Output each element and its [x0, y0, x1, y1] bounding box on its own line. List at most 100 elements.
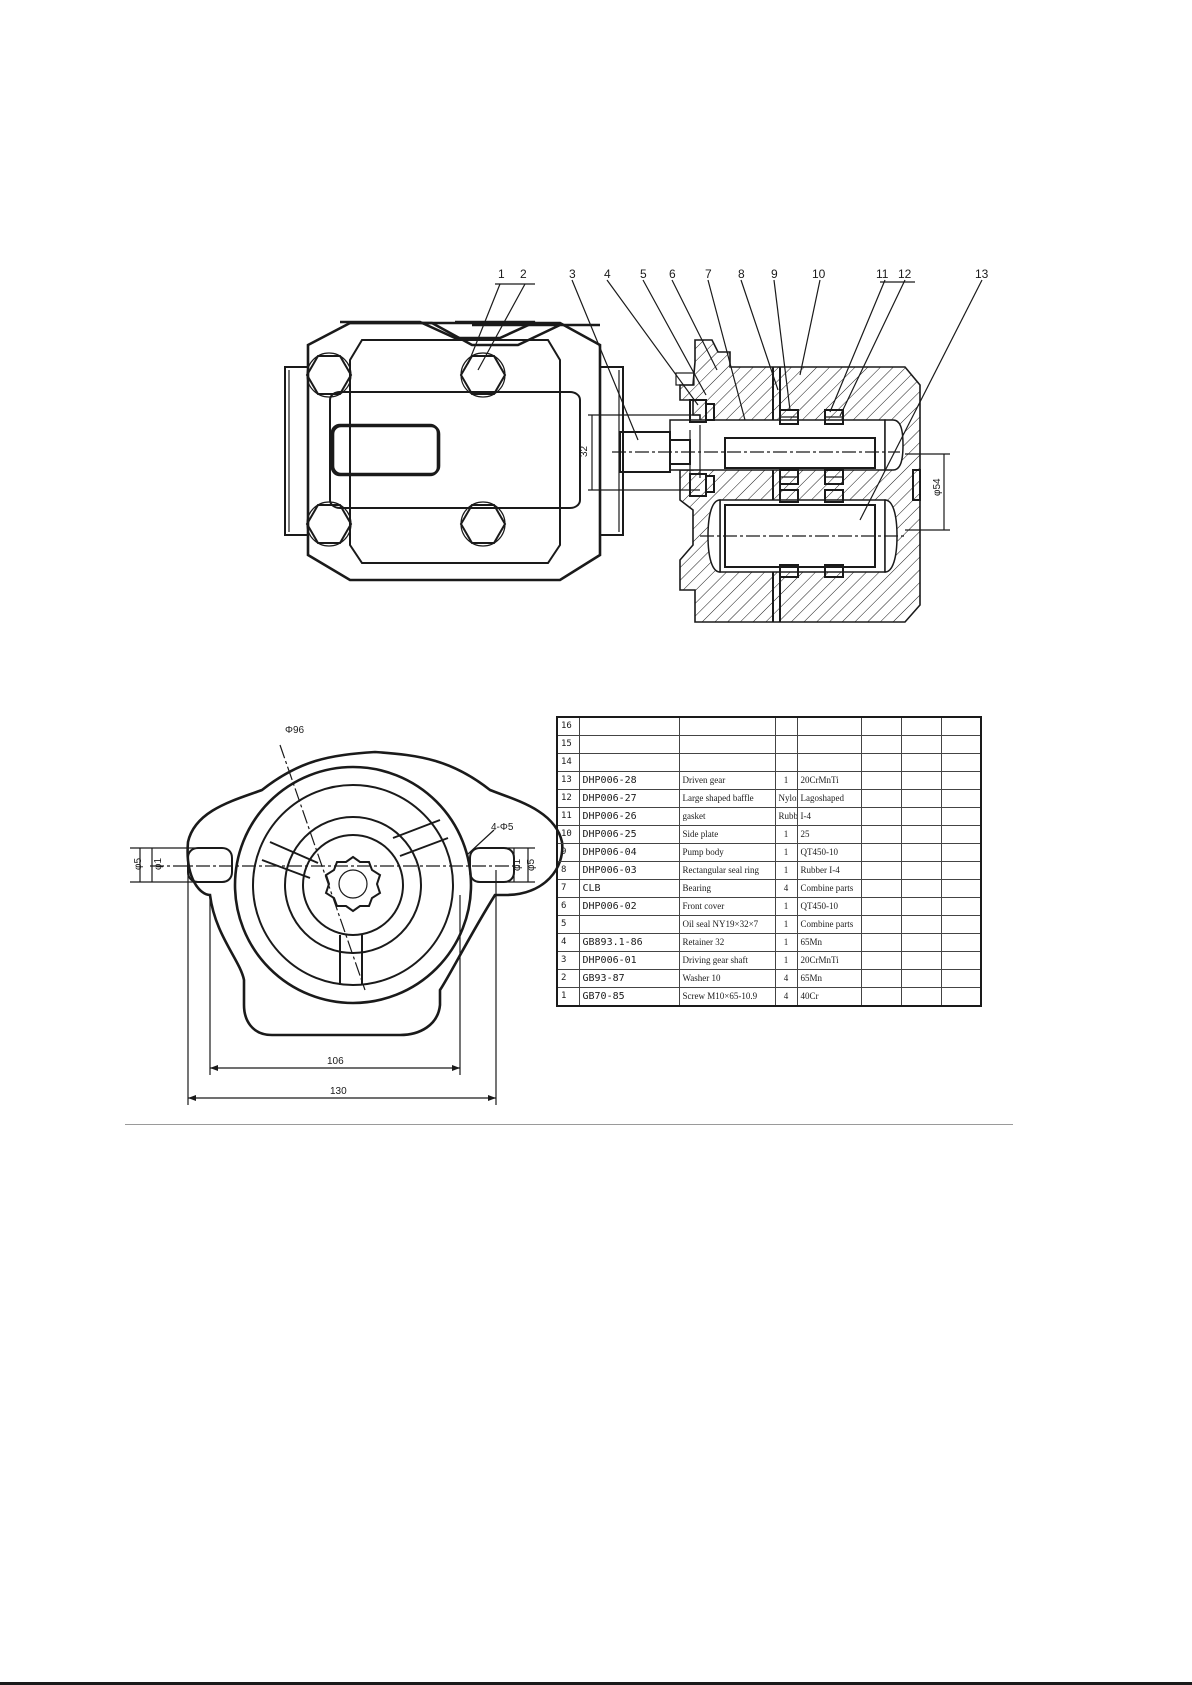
section-view: 32 φ54: [571, 279, 983, 623]
table-cell-no: 5: [556, 915, 580, 934]
table-cell-name: [678, 753, 776, 772]
front-view: [284, 283, 624, 582]
top-dia-label: Φ96: [285, 725, 305, 736]
table-cell-name: Large shaped baffle: [678, 789, 776, 808]
table-cell-empty: [860, 735, 902, 754]
table-cell-material: Combine parts: [796, 879, 862, 898]
table-cell-empty: [940, 879, 982, 898]
table-cell-no: 3: [556, 951, 580, 970]
table-cell-code: DHP006-26: [578, 807, 680, 826]
table-cell-qty: Nylon: [774, 789, 798, 808]
table-cell-empty: [900, 843, 942, 862]
table-cell-no: 6: [556, 897, 580, 916]
table-cell-material: Lagoshaped: [796, 789, 862, 808]
svg-text:1: 1: [498, 267, 505, 281]
table-cell-qty: 4: [774, 879, 798, 898]
center-span-label: 106: [327, 1056, 344, 1067]
svg-text:4: 4: [604, 267, 611, 281]
table-cell-empty: [940, 825, 982, 844]
table-cell-name: Driving gear shaft: [678, 951, 776, 970]
table-cell-name: Washer 10: [678, 969, 776, 988]
table-cell-no: 8: [556, 861, 580, 880]
table-cell-no: 1: [556, 987, 580, 1007]
bolt-head-icon: [305, 352, 507, 547]
table-cell-empty: [940, 771, 982, 790]
table-cell-code: DHP006-27: [578, 789, 680, 808]
table-cell-code: GB893.1-86: [578, 933, 680, 952]
table-cell-empty: [900, 897, 942, 916]
table-cell-material: 20CrMnTi: [796, 771, 862, 790]
table-cell-code: [578, 753, 680, 772]
table-cell-empty: [940, 897, 982, 916]
table-cell-code: GB93-87: [578, 969, 680, 988]
divider-rule: [125, 1124, 1013, 1125]
table-cell-empty: [860, 987, 902, 1007]
table-cell-code: DHP006-28: [578, 771, 680, 790]
table-cell-empty: [900, 915, 942, 934]
table-cell-empty: [900, 951, 942, 970]
table-cell-empty: [940, 969, 982, 988]
table-cell-code: DHP006-03: [578, 861, 680, 880]
table-cell-name: Rectangular seal ring: [678, 861, 776, 880]
table-cell-code: [578, 735, 680, 754]
table-cell-empty: [940, 753, 982, 772]
table-cell-empty: [940, 861, 982, 880]
table-cell-empty: [940, 933, 982, 952]
table-cell-empty: [860, 753, 902, 772]
table-row: 16: [556, 716, 982, 736]
table-cell-qty: 1: [774, 771, 798, 790]
svg-text:11: 11: [876, 267, 889, 281]
table-cell-material: [796, 753, 862, 772]
table-cell-no: 11: [556, 807, 580, 826]
svg-text:9: 9: [771, 267, 778, 281]
table-cell-empty: [900, 807, 942, 826]
table-cell-empty: [860, 825, 902, 844]
right-dia-label: φ54: [932, 478, 943, 496]
svg-text:φ1: φ1: [512, 859, 523, 871]
table-cell-code: DHP006-02: [578, 897, 680, 916]
table-cell-material: QT450-10: [796, 843, 862, 862]
table-cell-empty: [860, 915, 902, 934]
table-cell-name: Screw M10×65-10.9: [678, 987, 776, 1007]
table-cell-code: [578, 915, 680, 934]
table-cell-empty: [860, 789, 902, 808]
table-cell-qty: [774, 735, 798, 754]
end-view: Φ96 4-Φ5 φ5 φ1 φ1 φ5 106 130: [130, 725, 564, 1105]
table-cell-no: 14: [556, 753, 580, 772]
table-cell-empty: [940, 915, 982, 934]
table-cell-empty: [900, 771, 942, 790]
table-cell-no: 7: [556, 879, 580, 898]
table-cell-empty: [860, 969, 902, 988]
table-cell-empty: [900, 825, 942, 844]
table-cell-name: Bearing: [678, 879, 776, 898]
table-cell-no: 13: [556, 771, 580, 790]
table-cell-empty: [900, 753, 942, 772]
table-cell-no: 16: [556, 716, 580, 736]
table-cell-empty: [940, 735, 982, 754]
table-cell-qty: [774, 753, 798, 772]
svg-text:2: 2: [520, 267, 527, 281]
table-cell-material: 40Cr: [796, 987, 862, 1007]
svg-text:φ1: φ1: [153, 858, 164, 870]
table-cell-code: CLB: [578, 879, 680, 898]
table-cell-qty: 1: [774, 861, 798, 880]
table-cell-empty: [860, 716, 902, 736]
table-cell-empty: [940, 716, 982, 736]
table-row: 14: [556, 753, 982, 772]
page-edge: [0, 1682, 1192, 1685]
table-cell-material: [796, 735, 862, 754]
table-cell-empty: [900, 879, 942, 898]
table-cell-empty: [900, 969, 942, 988]
table-cell-name: [678, 735, 776, 754]
table-cell-empty: [940, 807, 982, 826]
